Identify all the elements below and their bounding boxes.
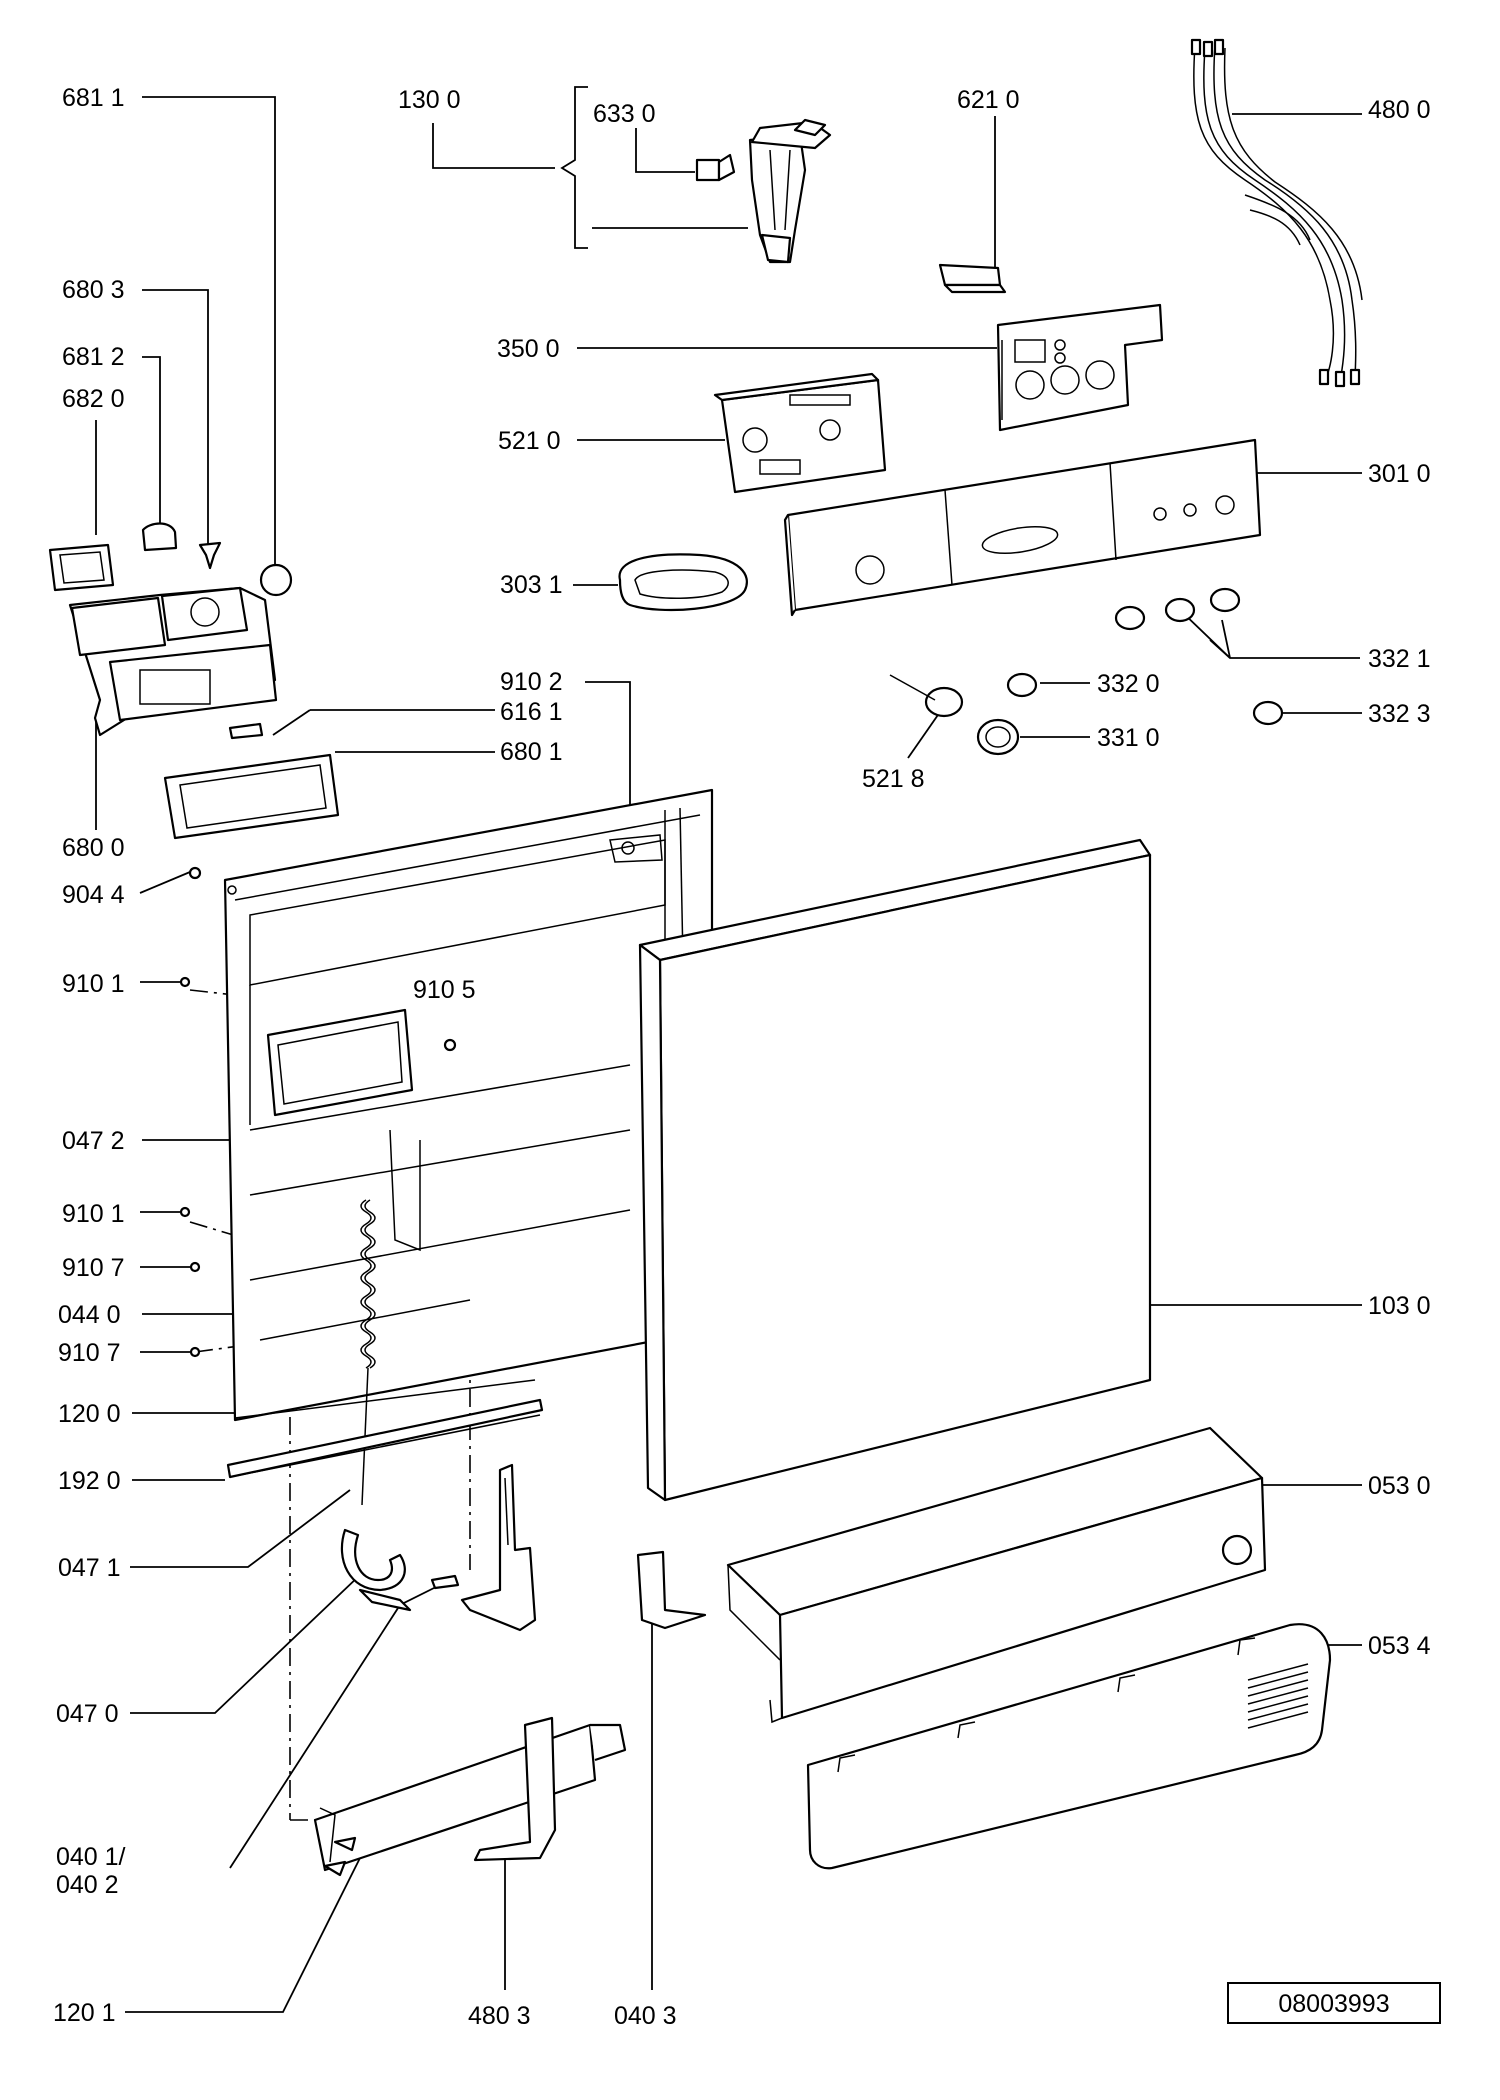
callout-130-0: 130 0	[398, 86, 461, 114]
callout-681-1: 681 1	[62, 84, 125, 112]
callout-047-2: 047 2	[62, 1127, 125, 1155]
callout-682-0: 682 0	[62, 385, 125, 413]
callout-040-3: 040 3	[614, 2002, 677, 2030]
callout-120-1: 120 1	[53, 1999, 116, 2027]
callout-910-7-upper: 910 7	[62, 1254, 125, 1282]
callout-480-3: 480 3	[468, 2002, 531, 2030]
handle-303	[618, 553, 748, 612]
bottom-plate-120-1	[313, 1723, 627, 1877]
callout-616-1: 616 1	[500, 698, 563, 726]
bracket-040-3	[636, 1550, 707, 1630]
callout-350-0: 350 0	[497, 335, 560, 363]
callout-680-0: 680 0	[62, 834, 125, 862]
drawing-number: 08003993	[1278, 1990, 1389, 2018]
outer-door-panel	[638, 838, 1152, 1502]
callout-040-1: 040 1/	[56, 1843, 126, 1871]
door-lock-part	[748, 118, 832, 264]
callout-521-8: 521 8	[862, 765, 925, 793]
callout-332-1: 332 1	[1368, 645, 1431, 673]
callout-053-0: 053 0	[1368, 1472, 1431, 1500]
callout-192-0: 192 0	[58, 1467, 121, 1495]
inner-door-panel	[223, 788, 714, 1422]
knobs	[889, 587, 1284, 756]
callout-680-1: 680 1	[500, 738, 563, 766]
small-switch-part	[695, 153, 736, 182]
wiring-harness	[1190, 38, 1363, 388]
callout-103-0: 103 0	[1368, 1292, 1431, 1320]
callout-633-0: 633 0	[593, 100, 656, 128]
callout-047-1: 047 1	[58, 1554, 121, 1582]
callout-040-2: 040 2	[56, 1871, 119, 1899]
control-panel-301	[783, 438, 1262, 617]
callout-332-3: 332 3	[1368, 700, 1431, 728]
hinge-bracket	[460, 1463, 537, 1632]
kickplate-base	[726, 1426, 1267, 1724]
sensor-part	[938, 263, 1007, 294]
callout-681-2: 681 2	[62, 343, 125, 371]
bracket-480-3	[473, 1716, 557, 1862]
callout-332-0: 332 0	[1097, 670, 1160, 698]
callout-910-1-upper: 910 1	[62, 970, 125, 998]
callout-480-0: 480 0	[1368, 96, 1431, 124]
callout-044-0: 044 0	[58, 1301, 121, 1329]
vent-grille	[1247, 1663, 1309, 1729]
callout-053-4: 053 4	[1368, 1632, 1431, 1660]
screws	[179, 866, 457, 1358]
callout-120-0: 120 0	[58, 1400, 121, 1428]
drawing-number-box: 08003993	[1227, 1982, 1441, 2024]
electronic-board-350	[996, 303, 1164, 432]
callout-331-0: 331 0	[1097, 724, 1160, 752]
callout-910-5: 910 5	[413, 976, 476, 1004]
leader-lines	[95, 86, 1362, 2013]
callout-904-4: 904 4	[62, 881, 125, 909]
callout-521-0: 521 0	[498, 427, 561, 455]
callout-910-7-lower: 910 7	[58, 1339, 121, 1367]
callout-301-0: 301 0	[1368, 460, 1431, 488]
callout-303-1: 303 1	[500, 571, 563, 599]
gasket-680-1	[163, 753, 340, 840]
control-module-521	[713, 372, 887, 494]
callout-680-3: 680 3	[62, 276, 125, 304]
callout-047-0: 047 0	[56, 1700, 119, 1728]
callout-910-1-lower: 910 1	[62, 1200, 125, 1228]
kickplate-cover	[806, 1623, 1332, 1870]
callout-621-0: 621 0	[957, 86, 1020, 114]
callout-910-2: 910 2	[500, 668, 563, 696]
rail-192	[226, 1379, 544, 1479]
callout-labels: 681 1 130 0 633 0 621 0 480 0 680 3 681 …	[53, 84, 1431, 2030]
hinge-hook	[340, 1528, 460, 1612]
dispenser-assembly	[48, 522, 293, 740]
